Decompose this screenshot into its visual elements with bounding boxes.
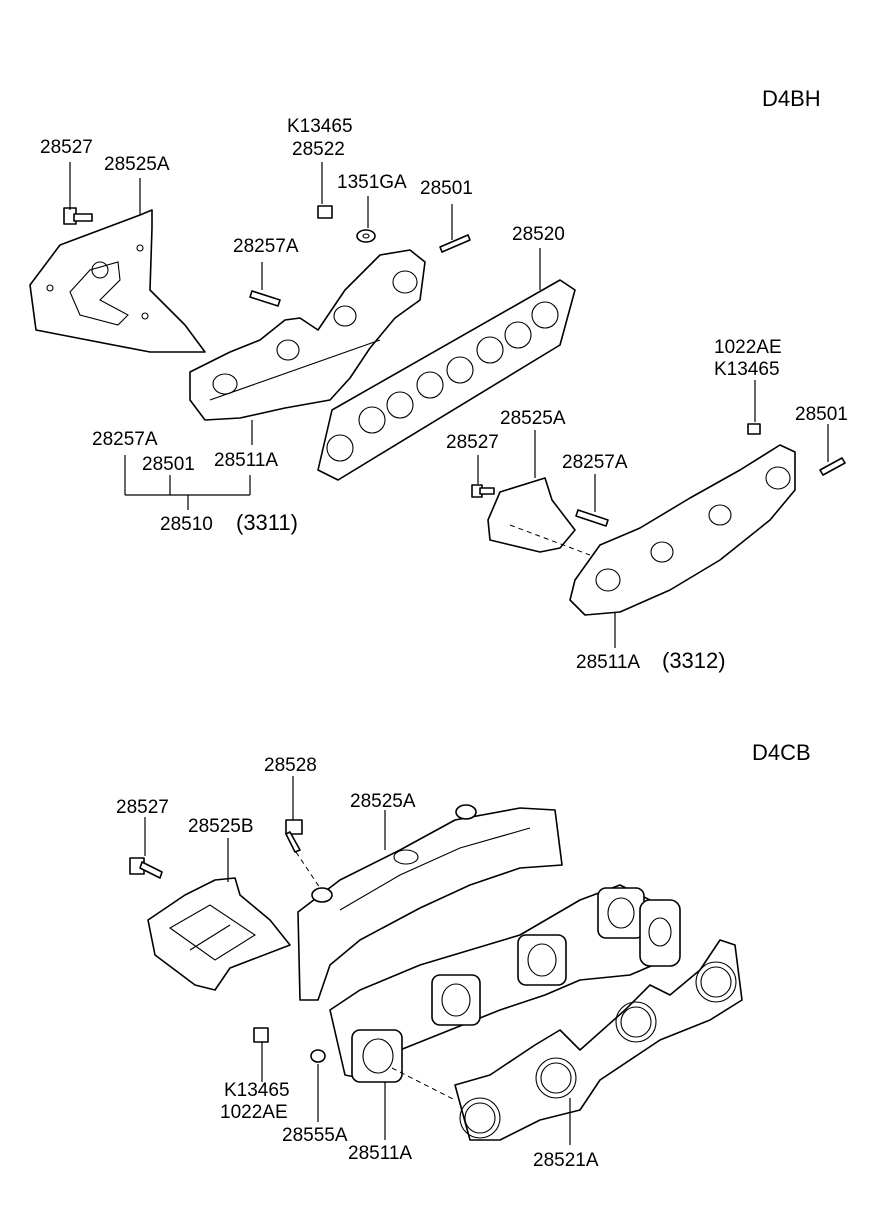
label-28527: 28527	[40, 137, 93, 158]
label-b-28521a: 28521A	[533, 1150, 599, 1171]
washer-1351ga-icon	[356, 229, 376, 243]
label-b-28511a: 28511A	[348, 1143, 412, 1164]
label-1351ga: 1351GA	[337, 172, 407, 193]
label-28257a: 28257A	[233, 236, 299, 257]
label-28520: 28520	[512, 224, 565, 245]
section-title-d4bh: D4BH	[762, 86, 821, 111]
exhaust-manifold-bottom	[329, 884, 681, 1083]
label-r-28525a: 28525A	[500, 408, 566, 429]
gasket-28521a	[391, 939, 743, 1141]
heat-shield-right	[487, 477, 591, 556]
exhaust-manifold-right	[569, 444, 796, 616]
label-r-1022ae: 1022AE	[714, 337, 782, 358]
section-title-d4cb: D4CB	[752, 740, 811, 765]
exhaust-manifold-top	[189, 249, 426, 421]
label-28525a: 28525A	[104, 154, 170, 175]
nut-1022ae-icon	[747, 423, 761, 435]
stud-28501-icon	[439, 234, 471, 253]
label-b-28525b: 28525B	[188, 816, 254, 837]
heat-shield-28525a-bottom	[297, 804, 563, 1001]
heat-shield-left	[29, 209, 206, 353]
label-b-k13465: K13465	[224, 1080, 290, 1101]
label-k13465: K13465	[287, 116, 353, 137]
label-28511a: 28511A	[214, 450, 278, 471]
label-kit-28510: 28510	[160, 514, 213, 535]
gasket-28520	[317, 279, 576, 481]
label-r-28527: 28527	[446, 432, 499, 453]
label-b-1022ae: 1022AE	[220, 1102, 288, 1123]
label-b-28527: 28527	[116, 797, 169, 818]
stud-28257a-icon	[249, 290, 281, 307]
bolt-28527-right-icon	[471, 484, 495, 498]
label-ref-3311: (3311)	[236, 510, 298, 535]
label-r-28501: 28501	[795, 404, 848, 425]
nut-k13465-bottom-icon	[253, 1027, 269, 1043]
stud-28257a-right-icon	[575, 509, 609, 527]
label-b-28555a: 28555A	[282, 1125, 348, 1146]
label-28501: 28501	[420, 178, 473, 199]
stud-28501-right-icon	[819, 457, 846, 476]
bolt-28527-bottom-icon	[129, 857, 163, 879]
top-leader-lines	[69, 162, 829, 648]
heat-shield-28525b	[147, 877, 291, 991]
label-r-28257a: 28257A	[562, 452, 628, 473]
label-b-28528: 28528	[264, 755, 317, 776]
nut-28555a-icon	[310, 1049, 326, 1063]
bolt-28528-icon	[285, 819, 321, 889]
nut-k13465-icon	[317, 205, 333, 219]
bottom-leader-lines	[144, 776, 571, 1145]
label-28522: 28522	[292, 139, 345, 160]
label-b-28525a: 28525A	[350, 791, 416, 812]
label-r-28511a: 28511A	[576, 652, 640, 673]
bolt-28527-icon	[63, 207, 93, 225]
label-kit-28257a: 28257A	[92, 429, 158, 450]
label-ref-3312: (3312)	[662, 648, 726, 673]
label-r-k13465: K13465	[714, 359, 780, 380]
label-kit-28501: 28501	[142, 454, 195, 475]
